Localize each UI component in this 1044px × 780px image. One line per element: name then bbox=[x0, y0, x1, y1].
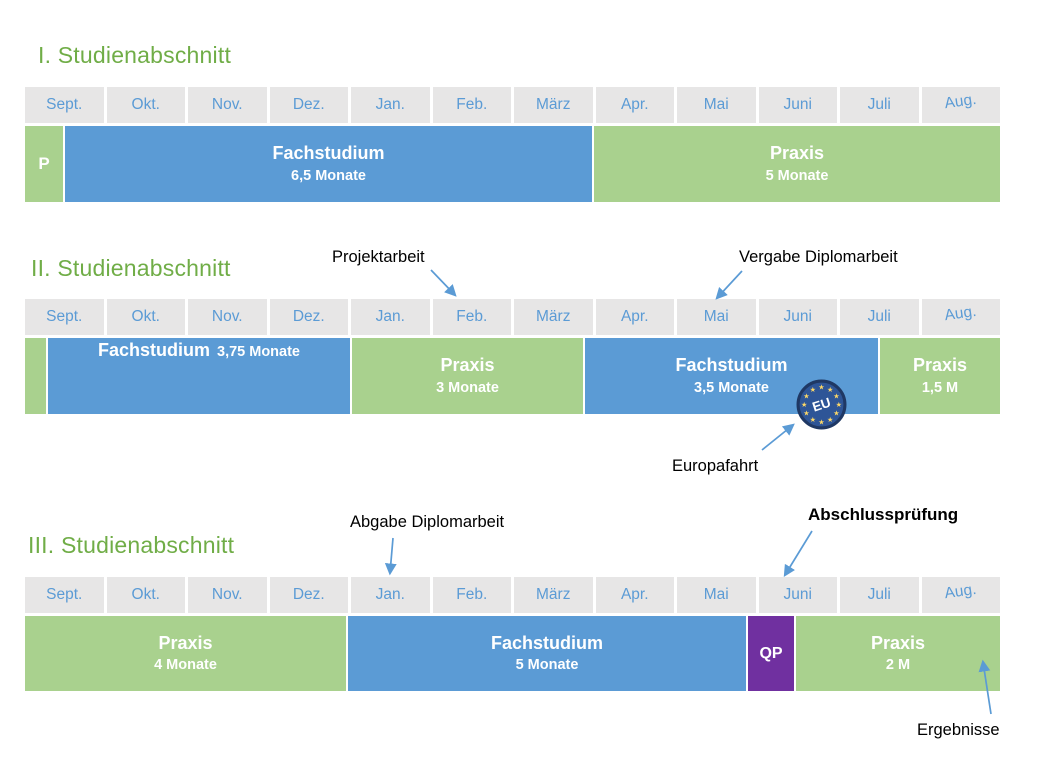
segment-praxis-1: Praxis 5 Monate bbox=[594, 126, 1000, 202]
annotation-vergabe-diplomarbeit: Vergabe Diplomarbeit bbox=[739, 248, 898, 266]
month-cell: März bbox=[514, 299, 593, 335]
month-cell: Jan. bbox=[351, 299, 430, 335]
svg-text:★: ★ bbox=[810, 415, 816, 424]
month-cell: Apr. bbox=[595, 299, 674, 335]
month-cell: Dez. bbox=[269, 577, 348, 613]
annotation-europafahrt: Europafahrt bbox=[672, 457, 759, 475]
month-cell: Okt. bbox=[106, 299, 185, 335]
segment-fachstudium-2a: Fachstudium 3,75 Monate bbox=[48, 338, 350, 414]
month-cell: Juni bbox=[758, 87, 837, 123]
segment-qp: QP bbox=[748, 616, 794, 691]
month-cell: Juli bbox=[840, 577, 919, 613]
month-cell: Aug. bbox=[921, 87, 1000, 123]
arrow-abschlusspruefung bbox=[783, 530, 813, 578]
segment-praxis-3a: Praxis 4 Monate bbox=[25, 616, 346, 691]
svg-text:★: ★ bbox=[836, 400, 842, 409]
month-cell: März bbox=[514, 87, 593, 123]
eu-badge-icon: ★★★ ★★★ ★★★ ★★★ EU bbox=[796, 379, 847, 430]
arrow-abgabe-diplomarbeit bbox=[384, 537, 397, 576]
month-cell: Dez. bbox=[269, 87, 348, 123]
month-cell: Apr. bbox=[595, 577, 674, 613]
segment-praxis-2b: Praxis 1,5 M bbox=[880, 338, 1000, 414]
segment-intro-sliver bbox=[25, 338, 46, 414]
section-3-title: III. Studienabschnitt bbox=[28, 532, 235, 558]
month-cell: Dez. bbox=[269, 299, 348, 335]
month-cell: Jan. bbox=[351, 87, 430, 123]
month-cell: Jan. bbox=[351, 577, 430, 613]
segment-fachstudium-1: Fachstudium 6,5 Monate bbox=[65, 126, 592, 202]
svg-text:★: ★ bbox=[818, 417, 824, 426]
month-cell: Juli bbox=[840, 87, 919, 123]
segment-fachstudium-2b: Fachstudium 3,5 Monate bbox=[585, 338, 878, 414]
month-cell: Juni bbox=[758, 299, 837, 335]
month-cell: Nov. bbox=[188, 299, 267, 335]
svg-text:★: ★ bbox=[803, 391, 809, 400]
segment-praxis-3b: Praxis 2 M bbox=[796, 616, 1000, 691]
month-cell: Aug. bbox=[921, 299, 1000, 335]
month-cell: Sept. bbox=[25, 577, 104, 613]
annotation-abschlusspruefung: Abschlussprüfung bbox=[808, 505, 959, 524]
arrow-vergabe-diplomarbeit bbox=[715, 270, 743, 300]
month-cell: Okt. bbox=[106, 577, 185, 613]
month-cell: Mai bbox=[677, 87, 756, 123]
svg-text:★: ★ bbox=[818, 383, 824, 392]
annotation-projektarbeit: Projektarbeit bbox=[332, 248, 425, 266]
svg-text:★: ★ bbox=[827, 415, 833, 424]
section-1-month-header: Sept. Okt. Nov. Dez. Jan. Feb. März Apr.… bbox=[25, 87, 1000, 123]
arrow-projektarbeit bbox=[430, 269, 457, 297]
segment-p-phase: P bbox=[25, 126, 63, 202]
svg-text:★: ★ bbox=[810, 385, 816, 394]
svg-text:★: ★ bbox=[827, 385, 833, 394]
section-2-title: II. Studienabschnitt bbox=[31, 255, 231, 281]
svg-text:★: ★ bbox=[833, 391, 839, 400]
month-cell: Aug. bbox=[921, 577, 1000, 613]
month-cell: Sept. bbox=[25, 87, 104, 123]
month-cell: Mai bbox=[677, 299, 756, 335]
section-3-month-header: Sept. Okt. Nov. Dez. Jan. Feb. März Apr.… bbox=[25, 577, 1000, 613]
svg-text:★: ★ bbox=[801, 400, 807, 409]
month-cell: Feb. bbox=[432, 87, 511, 123]
svg-text:★: ★ bbox=[833, 409, 839, 418]
month-cell: Okt. bbox=[106, 87, 185, 123]
segment-fachstudium-3: Fachstudium 5 Monate bbox=[348, 616, 746, 691]
section-1-title: I. Studienabschnitt bbox=[38, 42, 232, 68]
month-cell: Feb. bbox=[432, 577, 511, 613]
annotation-ergebnisse: Ergebnisse bbox=[917, 721, 1000, 739]
eu-badge-label: EU bbox=[810, 395, 832, 415]
month-cell: Apr. bbox=[595, 87, 674, 123]
segment-praxis-2a: Praxis 3 Monate bbox=[352, 338, 583, 414]
annotation-abgabe-diplomarbeit: Abgabe Diplomarbeit bbox=[350, 513, 505, 531]
arrow-europafahrt bbox=[761, 423, 795, 451]
month-cell: Mai bbox=[677, 577, 756, 613]
month-cell: März bbox=[514, 577, 593, 613]
month-cell: Nov. bbox=[188, 87, 267, 123]
svg-text:★: ★ bbox=[803, 409, 809, 418]
month-cell: Feb. bbox=[432, 299, 511, 335]
month-cell: Sept. bbox=[25, 299, 104, 335]
month-cell: Nov. bbox=[188, 577, 267, 613]
month-cell: Juni bbox=[758, 577, 837, 613]
section-2-month-header: Sept. Okt. Nov. Dez. Jan. Feb. März Apr.… bbox=[25, 299, 1000, 335]
month-cell: Juli bbox=[840, 299, 919, 335]
